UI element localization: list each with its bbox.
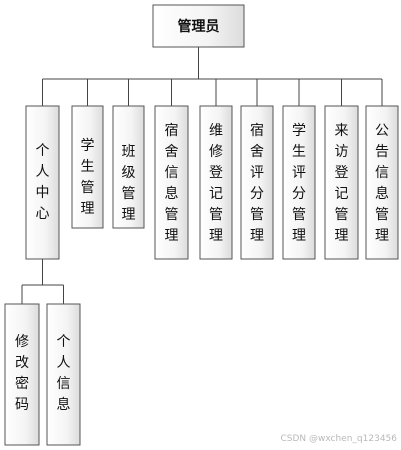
child-node-box [240, 105, 274, 260]
child-node: 公告信息管理 [365, 105, 399, 260]
root-node-label: 管理员 [178, 18, 220, 35]
child-node-box [112, 105, 145, 229]
child-node-label: 班级管理 [122, 144, 136, 223]
child-node-label: 公告信息管理 [375, 123, 389, 244]
child-node-box [71, 105, 104, 229]
child-node: 学生评分管理 [282, 105, 316, 260]
child-node-box [282, 105, 316, 260]
root-node-box [152, 4, 245, 48]
child-node: 个人中心 [25, 105, 60, 260]
connector-lines [21, 47, 383, 304]
grandchild-node: 个人信息 [46, 303, 81, 446]
child-node-label: 学生评分管理 [292, 123, 306, 244]
child-node-label: 宿舍评分管理 [250, 122, 264, 244]
child-node-label: 宿舍信息管理 [165, 122, 179, 244]
watermark: CSDN @wxchen_q123456 [280, 434, 397, 444]
child-node-box [199, 105, 233, 260]
grandchild-node-label: 修改密码 [15, 334, 29, 413]
child-node: 班级管理 [112, 105, 145, 229]
grandchild-node-box [46, 303, 81, 446]
child-node: 维修登记管理 [199, 105, 233, 260]
child-node-box [154, 105, 189, 260]
grandchild-node-box [4, 303, 40, 446]
child-node-label: 学生管理 [81, 138, 95, 217]
child-node-box [25, 105, 60, 260]
grandchild-node-label: 个人信息 [57, 334, 71, 413]
child-node-label: 来访登记管理 [335, 123, 349, 244]
child-node: 学生管理 [71, 105, 104, 229]
child-node-label: 维修登记管理 [209, 123, 223, 244]
child-node: 宿舍信息管理 [154, 105, 189, 260]
child-node-box [324, 105, 359, 260]
child-node: 宿舍评分管理 [240, 105, 274, 260]
child-node-box [365, 105, 399, 260]
child-node: 来访登记管理 [324, 105, 359, 260]
grandchild-node: 修改密码 [4, 303, 40, 446]
child-node-label: 个人中心 [36, 143, 50, 222]
root-node: 管理员 [152, 4, 245, 48]
